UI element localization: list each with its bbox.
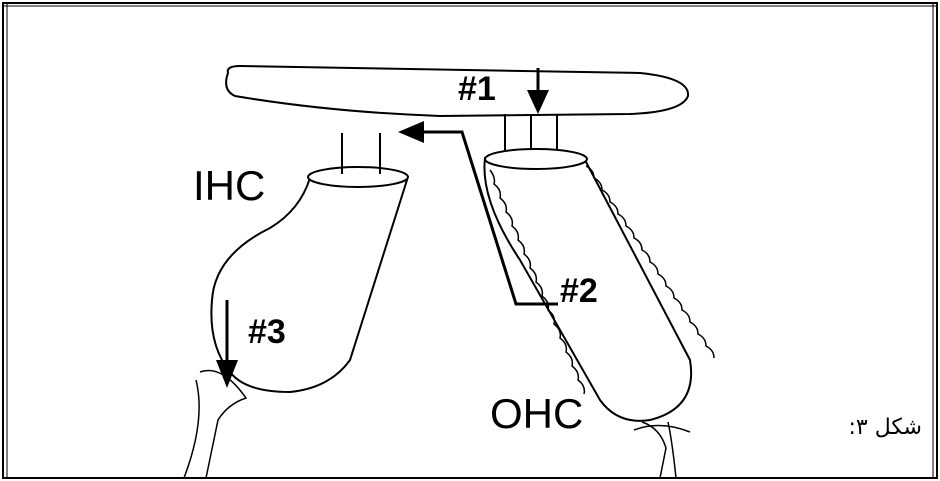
inner-hair-cell [183, 133, 409, 479]
label-ohc: OHC [490, 390, 583, 437]
label-ihc: IHC [193, 162, 265, 209]
figure-caption: شکل ۳: [848, 415, 923, 440]
arrow-2 [398, 121, 558, 306]
arrow-1 [527, 68, 549, 114]
tectorial-membrane [225, 64, 690, 118]
ohc-stereocilia [504, 114, 558, 152]
ihc-stereocilia [341, 133, 381, 174]
label-step-2: #2 [560, 272, 598, 310]
label-step-1: #1 [458, 70, 496, 108]
arrow-3 [216, 300, 238, 388]
outer-hair-cell [483, 148, 715, 479]
label-step-3: #3 [248, 313, 286, 351]
